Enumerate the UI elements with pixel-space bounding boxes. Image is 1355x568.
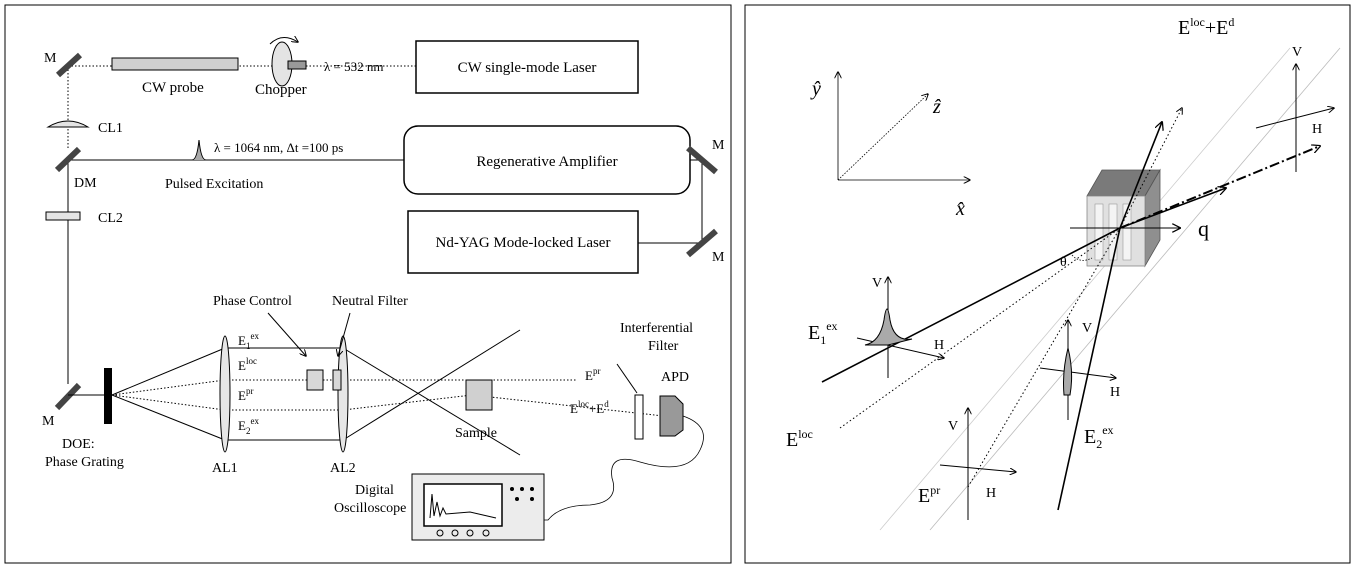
dichroic-mirror <box>54 146 82 173</box>
guide-line <box>929 47 1341 531</box>
mirror-right-bottom-label: M <box>712 250 725 265</box>
mirror-right-top-label: M <box>712 138 725 153</box>
axis-z-label: ẑ <box>932 96 941 118</box>
cw-laser-label: CW single-mode Laser <box>458 60 597 76</box>
neutral-filter-label: Neutral Filter <box>332 294 408 309</box>
sample-cube <box>1086 168 1161 268</box>
interferential-filter-label1: Interferential <box>620 321 693 336</box>
e2-beam <box>1057 227 1121 511</box>
pulse-shape <box>191 139 207 161</box>
signal-beam <box>1119 146 1320 229</box>
cl2-label: CL2 <box>98 211 123 226</box>
axis-y-label: ŷ <box>810 78 821 100</box>
e2-v-label: V <box>1082 321 1092 336</box>
e1-polarization <box>856 277 944 378</box>
mirror-bottom <box>54 382 82 411</box>
doe-label-line1: DOE: <box>62 437 95 452</box>
cl2-lens <box>45 211 81 221</box>
ndyag-label: Nd-YAG Mode-locked Laser <box>436 235 611 251</box>
sample <box>465 379 493 411</box>
eloc-beam <box>839 227 1121 429</box>
beam-eloc-label: Eloc <box>238 356 257 373</box>
mirror-top-left-label: M <box>44 51 57 66</box>
regen-amp-label: Regenerative Amplifier <box>476 154 617 170</box>
interferential-filter <box>634 394 644 440</box>
signal-polarization <box>1255 64 1334 172</box>
eloc-label: Eloc <box>786 427 813 451</box>
axis-x-label: x̂ <box>955 198 965 220</box>
oscilloscope <box>411 473 545 541</box>
beam-e1-label: E1ex <box>238 331 259 351</box>
beam-e2-label: E2ex <box>238 416 259 436</box>
e1-label: E1ex <box>808 319 838 347</box>
epr-h-label: H <box>986 486 996 501</box>
eloc-transmitted <box>1119 108 1182 229</box>
al2-lens <box>337 335 349 453</box>
epr-polarization <box>939 408 1016 520</box>
epr-v-label: V <box>948 419 958 434</box>
doe-label-line2: Phase Grating <box>45 455 124 470</box>
apd-detector <box>659 395 684 437</box>
probe-wavelength: λ = 532 nm <box>324 59 384 74</box>
setup-panel-frame <box>4 4 732 564</box>
excitation-params: λ = 1064 nm, Δt =100 ps <box>214 140 343 155</box>
al2-label: AL2 <box>330 461 356 476</box>
phase-control-label: Phase Control <box>213 294 292 309</box>
e2-h-label: H <box>1110 385 1120 400</box>
neutral-filter <box>332 369 342 391</box>
chopper-label: Chopper <box>255 82 307 98</box>
interferential-filter-label2: Filter <box>648 339 679 354</box>
setup-panel: M CW probe Chopper λ = 532 nm CW single-… <box>4 4 732 564</box>
pulsed-excitation-label: Pulsed Excitation <box>165 177 263 192</box>
al1-lens <box>219 335 231 453</box>
cw-probe <box>111 57 239 71</box>
e1-beam <box>821 227 1121 383</box>
signal-v-label: V <box>1292 45 1302 60</box>
cl1-label: CL1 <box>98 121 123 136</box>
phase-control <box>306 369 324 391</box>
cw-probe-label: CW probe <box>142 80 204 96</box>
mirror-right-bottom <box>686 228 718 258</box>
al1-label: AL1 <box>212 461 238 476</box>
oscilloscope-label2: Oscilloscope <box>334 501 406 516</box>
e2-polarization <box>1039 320 1116 420</box>
q-label: q <box>1198 216 1209 241</box>
mirror-bottom-label: M <box>42 414 55 429</box>
doe-grating <box>104 368 112 424</box>
mirror-top-left <box>55 52 83 78</box>
geometry-panel: ŷ ẑ x̂ q θ V H <box>744 4 1351 564</box>
guide-line <box>879 47 1291 531</box>
chopper <box>269 37 307 87</box>
signal-label: Eloc+Ed <box>1178 15 1234 39</box>
output-signal-label: Eloc+Ed <box>570 399 609 416</box>
output-epr-label: Epr <box>585 366 600 383</box>
theta-label: θ <box>1060 255 1067 270</box>
beam-epr-label: Epr <box>238 386 253 403</box>
geometry-panel-frame <box>744 4 1351 564</box>
mirror-right-top <box>686 145 718 175</box>
epr-label: Epr <box>918 483 940 507</box>
signal-cable <box>536 415 704 521</box>
sample-label: Sample <box>455 426 497 441</box>
cw-laser-box <box>415 40 639 94</box>
e1-h-label: H <box>934 338 944 353</box>
e2-transmitted <box>1119 122 1162 229</box>
dm-label: DM <box>74 176 97 191</box>
e1-v-label: V <box>872 276 882 291</box>
oscilloscope-label1: Digital <box>355 483 394 498</box>
apd-label: APD <box>661 370 689 385</box>
ndyag-box <box>407 210 639 274</box>
cl1-lens <box>46 120 90 128</box>
signal-h-label: H <box>1312 122 1322 137</box>
e2-label: E2ex <box>1084 423 1114 451</box>
